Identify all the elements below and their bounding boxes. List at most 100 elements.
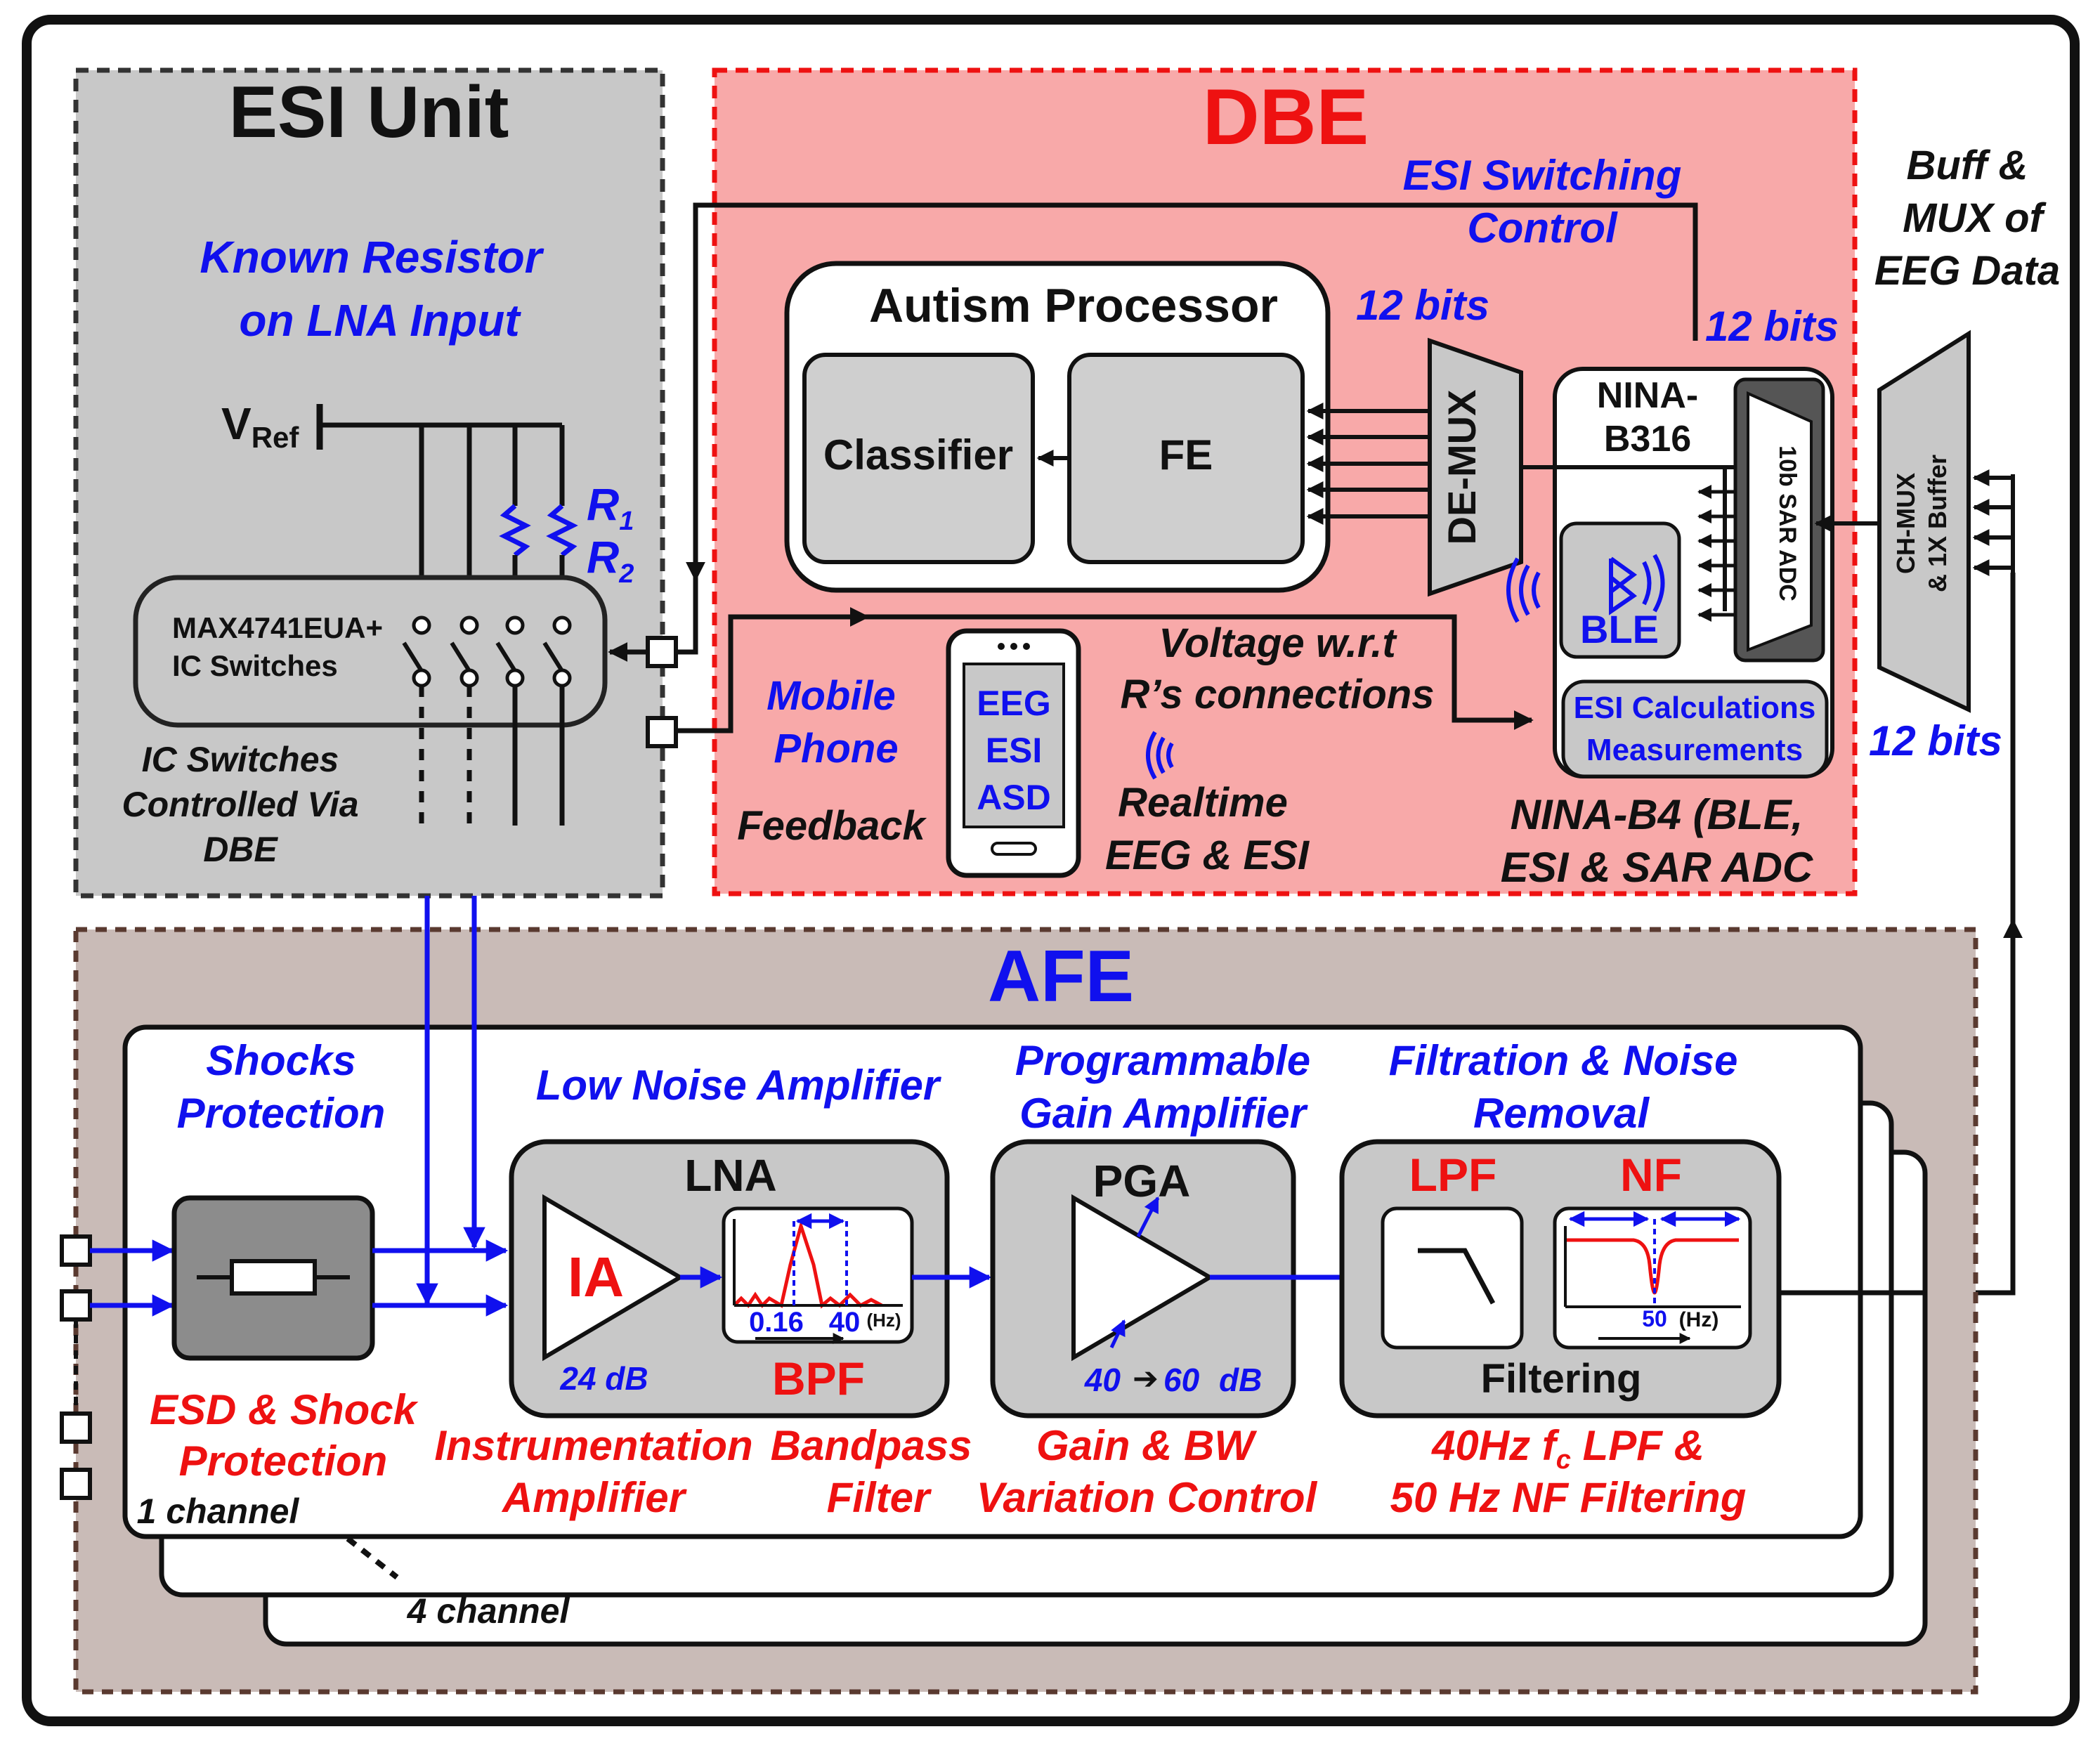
ch-mux-label-2: & 1X Buffer [1923, 455, 1952, 592]
ia-gain-label: 24 dB [559, 1360, 648, 1397]
r2-label: R2 [587, 532, 634, 589]
resistor-r1 [499, 504, 531, 557]
ble-radio-icon [1506, 557, 1541, 623]
ia-label: IA [568, 1246, 624, 1308]
esi-switch-ctrl-wire [686, 202, 1698, 582]
ic-ctrl-label-3: DBE [203, 830, 278, 869]
esi-unit: ESI Unit Known Resistor on LNA Input VRe… [73, 67, 665, 899]
switch-part-label: MAX4741EUA+ [172, 611, 383, 644]
pga-label: PGA [1093, 1156, 1191, 1206]
sar-adc-label: 10b SAR ADC [1774, 445, 1801, 601]
buff-label-1: Buff & [1907, 143, 2028, 188]
pga-ctrl-arrow [1109, 1319, 1126, 1349]
buff-label-3: EEG Data [1874, 248, 2060, 294]
ninab4-label-1: NINA-B4 (BLE, [1511, 791, 1804, 838]
ble-box [1559, 521, 1681, 659]
classifier-label: Classifier [823, 431, 1013, 478]
four-channel-label: 4 channel [407, 1591, 570, 1631]
feedback-label: Feedback [737, 803, 927, 849]
esi-switching-label-1: ESI Switching [1403, 152, 1682, 199]
ic-ctrl-label-2: Controlled Via [122, 785, 358, 824]
pga-heading-1: Programmable [1015, 1037, 1310, 1084]
input-port-4 [60, 1468, 92, 1500]
shocks-label-1: Shocks [206, 1037, 356, 1084]
filt-desc-2: 50 Hz NF Filtering [1390, 1474, 1747, 1521]
mobile-label-2: Phone [774, 726, 898, 771]
voltage-wire [663, 614, 1532, 733]
ic-switches-box [133, 575, 608, 728]
vref-label: VRef [221, 398, 299, 454]
filt-heading-2: Removal [1473, 1090, 1650, 1137]
known-resistor-label-1: Known Resistor [200, 232, 544, 282]
pga-heading-2: Gain Amplifier [1019, 1090, 1308, 1137]
lpf-response [1418, 1248, 1496, 1305]
input-port-3 [60, 1411, 92, 1444]
switch-desc-label: IC Switches [172, 649, 338, 682]
lpf-box [1381, 1206, 1524, 1350]
phone-eeg-label: EEG [977, 684, 1051, 723]
pga-arrow-glyph: ➔ [1133, 1362, 1159, 1396]
r1-label: R1 [587, 479, 634, 536]
phone-radio-icon [1146, 731, 1174, 780]
pga-gain-unit: dB [1219, 1362, 1262, 1398]
switch-blades [402, 641, 564, 672]
lpf-label: LPF [1409, 1149, 1497, 1201]
bits-demux-label: 12 bits [1356, 282, 1489, 329]
afe-title: AFE [988, 936, 1134, 1017]
pga-gain-lo: 40 [1084, 1362, 1121, 1398]
realtime-label-1: Realtime [1118, 780, 1288, 826]
demux-label: DE-MUX [1440, 390, 1484, 545]
input-port-1 [60, 1234, 92, 1267]
pga-triangle [1071, 1194, 1214, 1362]
voltage-label-2: R’s connections [1121, 672, 1435, 717]
esd-label-2: Protection [179, 1437, 388, 1485]
ch-mux-block [1877, 330, 1971, 713]
one-channel-label: 1 channel [137, 1492, 300, 1531]
bpf-lo-label: 0.16 [749, 1307, 804, 1338]
buff-label-2: MUX of [1903, 195, 2047, 241]
phone-asd-label: ASD [977, 778, 1051, 817]
pga-gain-hi: 60 [1163, 1362, 1200, 1398]
mobile-label-1: Mobile [767, 673, 896, 719]
filt-desc-1: 40Hz fc LPF & [1431, 1422, 1704, 1475]
esi-unit-panel [73, 67, 665, 899]
ble-wave-icon [1642, 561, 1652, 606]
nina-label-2: B316 [1604, 419, 1691, 459]
pga-desc-1: Gain & BW [1036, 1422, 1257, 1469]
lna-heading: Low Noise Amplifier [536, 1062, 942, 1109]
switch-contacts [412, 615, 572, 688]
pga-desc-2: Variation Control [977, 1474, 1318, 1521]
esi-calc-label-2: Measurements [1586, 733, 1803, 767]
ch-mux-label-1: CH-MUX [1891, 473, 1920, 574]
bpf-hi-label: 40 [829, 1307, 861, 1338]
ia-desc-2: Amplifier [501, 1474, 688, 1521]
lna-label: LNA [684, 1150, 777, 1201]
ctrl-wire [676, 580, 698, 655]
bpf-desc-1: Bandpass [771, 1422, 972, 1469]
phone-home-button [991, 842, 1037, 856]
esd-label-1: ESD & Shock [150, 1386, 419, 1433]
bits-nina-label: 12 bits [1705, 303, 1839, 350]
buff-mux: Buff & MUX of EEG Data CH-MUX & 1X Buffe… [1814, 143, 2060, 1296]
phone-dot [1010, 643, 1017, 650]
esi-port-ctrl [646, 636, 678, 668]
ic-ctrl-label-1: IC Switches [142, 740, 339, 779]
filt-heading-1: Filtration & Noise [1389, 1037, 1738, 1084]
demux-to-fe-arrows [1306, 403, 1430, 525]
bpf-desc-2: Filter [827, 1474, 932, 1521]
ble-label: BLE [1580, 607, 1659, 651]
ia-triangle [542, 1194, 684, 1362]
esi-unit-title: ESI Unit [229, 72, 509, 153]
known-resistor-label-2: on LNA Input [239, 295, 521, 346]
nf-hz-label: (Hz) [1679, 1308, 1719, 1331]
sar-bus-arrows [1697, 485, 1735, 622]
realtime-label-2: EEG & ESI [1105, 833, 1310, 878]
ble-wave-icon [1652, 554, 1665, 613]
shocks-label-2: Protection [177, 1090, 386, 1137]
phone-dot [998, 643, 1005, 650]
dbe-unit: DBE ESI Switching Control Autism Process… [663, 67, 1858, 896]
esi-port-voltage [646, 716, 678, 748]
ninab4-label-2: ESI & SAR ADC [1501, 844, 1814, 891]
